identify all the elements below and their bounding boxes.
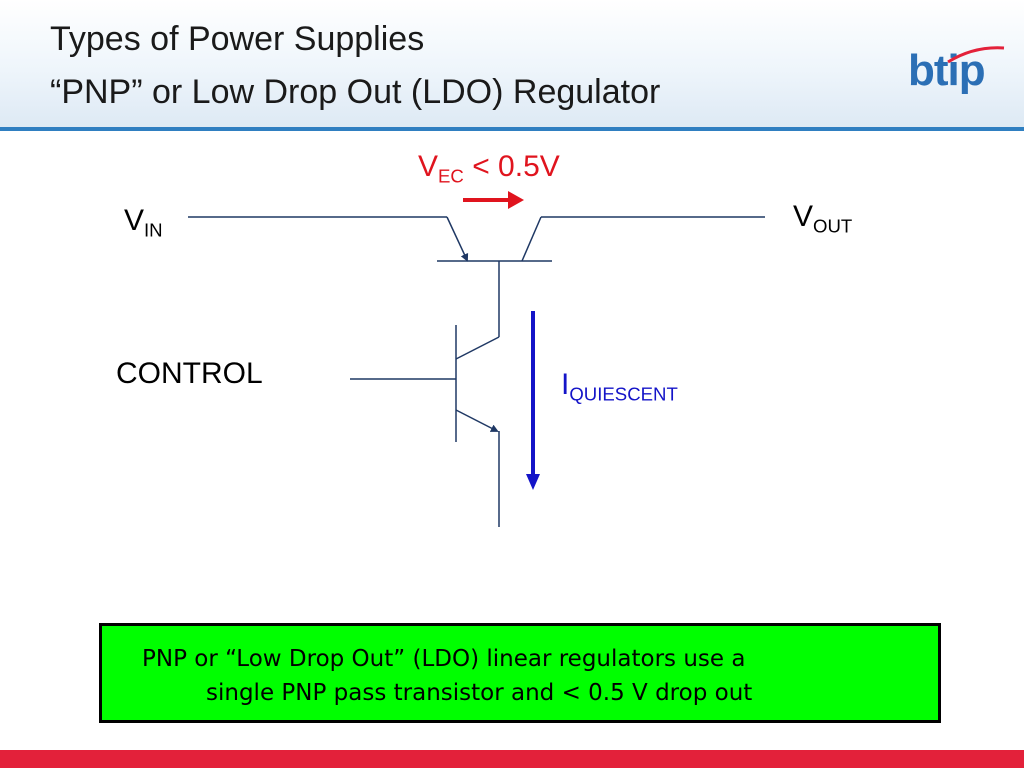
iq-label: IQUIESCENT	[561, 368, 678, 405]
header-divider	[0, 127, 1024, 131]
vec-label: VEC < 0.5V	[418, 150, 560, 187]
summary-text: PNP or “Low Drop Out” (LDO) linear regul…	[142, 642, 912, 710]
slide-title-line2: “PNP” or Low Drop Out (LDO) Regulator	[50, 73, 661, 111]
logo-swoosh-icon	[947, 46, 1005, 64]
logo-text: btip	[908, 46, 986, 95]
summary-line1: PNP or “Low Drop Out” (LDO) linear regul…	[142, 646, 746, 672]
iq-arrow-icon	[526, 474, 540, 490]
vout-label: VOUT	[793, 200, 853, 237]
driver-transistor-emitter	[455, 409, 499, 432]
btip-logo: btip	[904, 40, 1014, 110]
pass-transistor-collector	[521, 216, 542, 262]
summary-callout: PNP or “Low Drop Out” (LDO) linear regul…	[99, 623, 941, 723]
control-label: CONTROL	[116, 357, 263, 390]
vin-label: VIN	[124, 204, 163, 241]
summary-line2: single PNP pass transistor and < 0.5 V d…	[206, 680, 753, 706]
vec-arrow-icon	[508, 191, 524, 209]
footer-bar	[0, 750, 1024, 768]
slide-title-line1: Types of Power Supplies	[50, 20, 425, 58]
driver-transistor-collector	[455, 336, 500, 360]
slide-header	[0, 0, 1024, 128]
pass-transistor-emitter	[446, 216, 469, 262]
